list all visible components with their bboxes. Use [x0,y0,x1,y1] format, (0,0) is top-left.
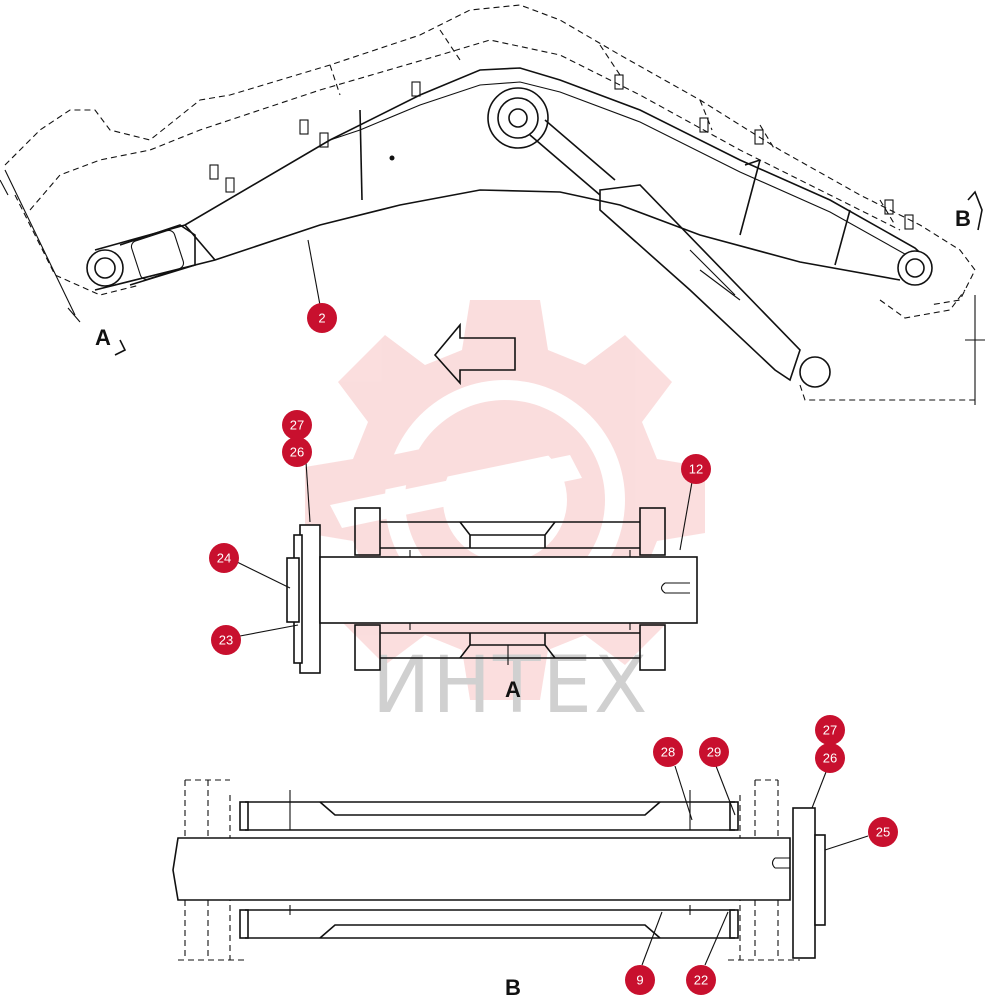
callout-28: 28 [653,737,683,767]
view-label-a-top: A [95,325,111,350]
section-b-view [172,779,826,961]
section-a-label: A [505,677,521,702]
svg-text:26: 26 [290,445,304,460]
callout-22: 22 [686,965,716,995]
svg-text:22: 22 [694,973,708,988]
callout-23: 23 [211,625,241,655]
svg-text:28: 28 [661,745,675,760]
svg-text:23: 23 [219,633,233,648]
callout-27-b: 27 [815,715,845,745]
callout-9: 9 [625,965,655,995]
callout-26-a: 26 [282,437,312,467]
svg-text:12: 12 [689,462,703,477]
section-a-view [286,507,698,674]
view-arrow-b: B [955,190,983,231]
callout-26-b: 26 [815,743,845,773]
callout-25: 25 [868,817,898,847]
direction-arrow [433,322,516,386]
view-label-b-top: B [955,206,971,231]
boom-elevation-view [0,4,985,405]
callout-12: 12 [681,454,711,484]
svg-text:25: 25 [876,825,890,840]
svg-text:9: 9 [636,973,643,988]
callout-29: 29 [699,737,729,767]
callout-2: 2 [307,303,337,333]
watermark-gear-logo [305,300,705,700]
view-arrow-a: A [95,325,127,356]
callout-27-a: 27 [282,410,312,440]
svg-text:26: 26 [823,751,837,766]
svg-text:29: 29 [707,745,721,760]
svg-text:24: 24 [217,551,231,566]
section-b-label: B [505,975,521,1000]
callout-24: 24 [209,543,239,573]
svg-text:27: 27 [290,418,304,433]
watermark-text: ИНТЕХ [372,641,649,731]
svg-text:2: 2 [318,311,325,326]
svg-text:27: 27 [823,723,837,738]
